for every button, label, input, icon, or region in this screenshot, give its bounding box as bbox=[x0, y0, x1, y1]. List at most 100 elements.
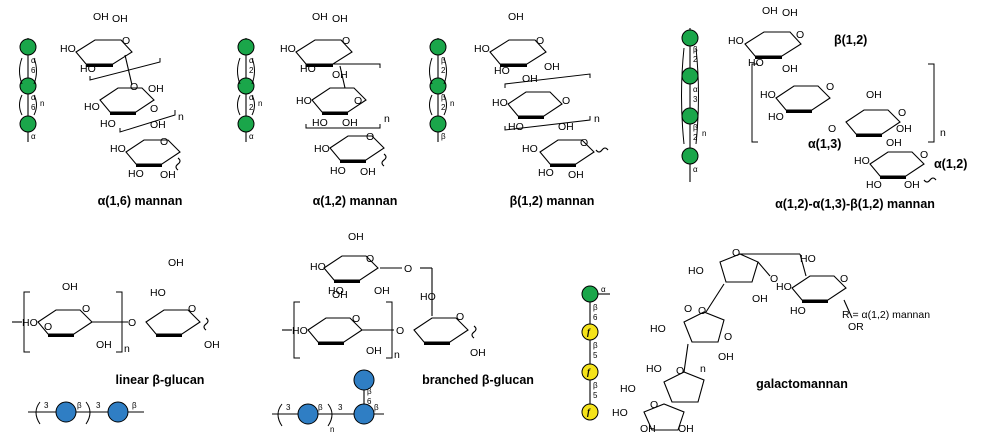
svg-text:3: 3 bbox=[286, 403, 291, 412]
svg-text:β: β bbox=[132, 401, 137, 410]
svg-text:n: n bbox=[702, 129, 706, 138]
svg-text:n: n bbox=[594, 113, 600, 125]
svg-text:3: 3 bbox=[338, 403, 343, 412]
svg-text:HO: HO bbox=[650, 323, 666, 335]
svg-text:n: n bbox=[394, 349, 400, 361]
linkage-anomer: α bbox=[31, 132, 36, 141]
structure-a12: OH HO HO OH O OH HO HO O n OH O HO HO OH bbox=[280, 11, 390, 178]
linkage-b12: β(1,2) bbox=[834, 33, 867, 47]
svg-text:HO: HO bbox=[310, 261, 326, 273]
svg-text:O: O bbox=[676, 365, 684, 377]
svg-text:HO: HO bbox=[84, 101, 100, 113]
svg-text:HO: HO bbox=[100, 118, 116, 130]
svg-text:O: O bbox=[366, 253, 374, 265]
svg-text:5: 5 bbox=[593, 391, 598, 400]
glucose-symbol bbox=[353, 369, 375, 391]
caption-galacto: galactomannan bbox=[756, 377, 848, 391]
svg-text:n: n bbox=[258, 99, 262, 108]
svg-text:O: O bbox=[150, 103, 158, 115]
snfg-chain-galacto: f f f α β 6 β 5 β 5 bbox=[581, 285, 610, 421]
structure-a16: OH HO HO OH O O OH HO HO O n OH O HO HO … bbox=[60, 11, 184, 181]
svg-text:OH: OH bbox=[374, 285, 390, 297]
panel-linear-glucan: n OH HO O O OH O OH HO O OH linear β-glu… bbox=[12, 257, 220, 425]
svg-text:OH: OH bbox=[342, 117, 358, 129]
svg-text:OH: OH bbox=[332, 69, 348, 81]
svg-text:OH: OH bbox=[866, 89, 882, 101]
svg-text:β: β bbox=[693, 123, 698, 132]
svg-text:OH: OH bbox=[160, 169, 176, 181]
svg-text:HO: HO bbox=[508, 121, 524, 133]
svg-text:n: n bbox=[450, 99, 454, 108]
svg-text:HO: HO bbox=[866, 179, 882, 191]
svg-text:3: 3 bbox=[44, 401, 49, 410]
linkage-a12: α(1,2) bbox=[934, 157, 967, 171]
caption-branched: branched β-glucan bbox=[422, 373, 534, 387]
svg-text:OH: OH bbox=[904, 179, 920, 191]
mannose-symbol bbox=[429, 115, 447, 133]
svg-text:n: n bbox=[330, 425, 334, 434]
svg-text:HO: HO bbox=[760, 89, 776, 101]
structure-b12: OH HO HO OH O OH HO HO O n OH O HO HO OH bbox=[474, 11, 609, 181]
svg-text:OH: OH bbox=[782, 7, 798, 19]
svg-text:β: β bbox=[441, 132, 446, 141]
svg-text:OH: OH bbox=[168, 257, 184, 269]
svg-text:OH: OH bbox=[62, 281, 78, 293]
r-definition: R = α(1,2) mannan bbox=[842, 309, 930, 321]
svg-text:O: O bbox=[796, 29, 804, 41]
galactofuranose-symbol bbox=[581, 403, 599, 421]
svg-text:HO: HO bbox=[538, 167, 554, 179]
mannose-symbol bbox=[681, 29, 699, 47]
snfg-chain-mixed: β 2 α 3 β 2 n α bbox=[681, 28, 706, 182]
structure-linear: n OH HO O O OH O OH HO O OH bbox=[12, 257, 220, 355]
svg-text:β: β bbox=[374, 403, 379, 412]
svg-text:O: O bbox=[684, 303, 692, 315]
mannose-symbol bbox=[681, 67, 699, 85]
svg-text:2: 2 bbox=[441, 103, 446, 112]
svg-text:HO: HO bbox=[854, 155, 870, 167]
svg-text:OH: OH bbox=[640, 423, 656, 435]
svg-text:n: n bbox=[124, 343, 130, 355]
svg-text:O: O bbox=[404, 263, 412, 275]
caption-mixed: α(1,2)-α(1,3)-β(1,2) mannan bbox=[775, 197, 935, 211]
svg-text:α: α bbox=[601, 285, 606, 294]
linkage-a13: α(1,3) bbox=[808, 137, 841, 151]
svg-text:f: f bbox=[587, 407, 591, 417]
svg-text:O: O bbox=[732, 247, 740, 259]
svg-text:O: O bbox=[130, 81, 138, 93]
glucose-symbol bbox=[353, 403, 375, 425]
svg-text:OH: OH bbox=[332, 289, 348, 301]
svg-text:β: β bbox=[693, 45, 698, 54]
svg-text:O: O bbox=[128, 317, 136, 329]
mannose-symbol bbox=[19, 115, 37, 133]
svg-text:β: β bbox=[441, 56, 446, 65]
mannose-symbol bbox=[237, 77, 255, 95]
svg-text:HO: HO bbox=[420, 291, 436, 303]
svg-text:α: α bbox=[249, 93, 254, 102]
panel-b12-mannan: β 2 β 2 n β OH HO HO OH O OH HO HO O n bbox=[429, 11, 609, 208]
svg-text:2: 2 bbox=[693, 55, 698, 64]
svg-text:O: O bbox=[122, 35, 130, 47]
svg-text:OH: OH bbox=[896, 123, 912, 135]
svg-text:HO: HO bbox=[474, 43, 490, 55]
svg-text:HO: HO bbox=[80, 63, 96, 75]
svg-text:β: β bbox=[367, 387, 372, 396]
svg-text:2: 2 bbox=[441, 66, 446, 75]
linkage-anomer: α bbox=[31, 93, 36, 102]
svg-text:β: β bbox=[593, 341, 598, 350]
mannose-symbol bbox=[681, 107, 699, 125]
svg-text:OH: OH bbox=[568, 169, 584, 181]
linkage-position: 6 bbox=[31, 66, 36, 75]
svg-text:OH: OH bbox=[718, 351, 734, 363]
svg-text:OH: OH bbox=[522, 73, 538, 85]
panel-mixed-mannan: β 2 α 3 β 2 n α OH OH HO HO O β(1,2) n O… bbox=[681, 5, 967, 211]
svg-text:O: O bbox=[828, 123, 836, 135]
svg-text:HO: HO bbox=[494, 65, 510, 77]
svg-text:HO: HO bbox=[280, 43, 296, 55]
svg-text:OH: OH bbox=[678, 423, 694, 435]
glucose-symbol bbox=[107, 401, 129, 423]
mannose-symbol bbox=[19, 38, 37, 56]
svg-text:HO: HO bbox=[60, 43, 76, 55]
svg-text:HO: HO bbox=[22, 317, 38, 329]
mannose-symbol bbox=[237, 38, 255, 56]
svg-text:HO: HO bbox=[790, 305, 806, 317]
